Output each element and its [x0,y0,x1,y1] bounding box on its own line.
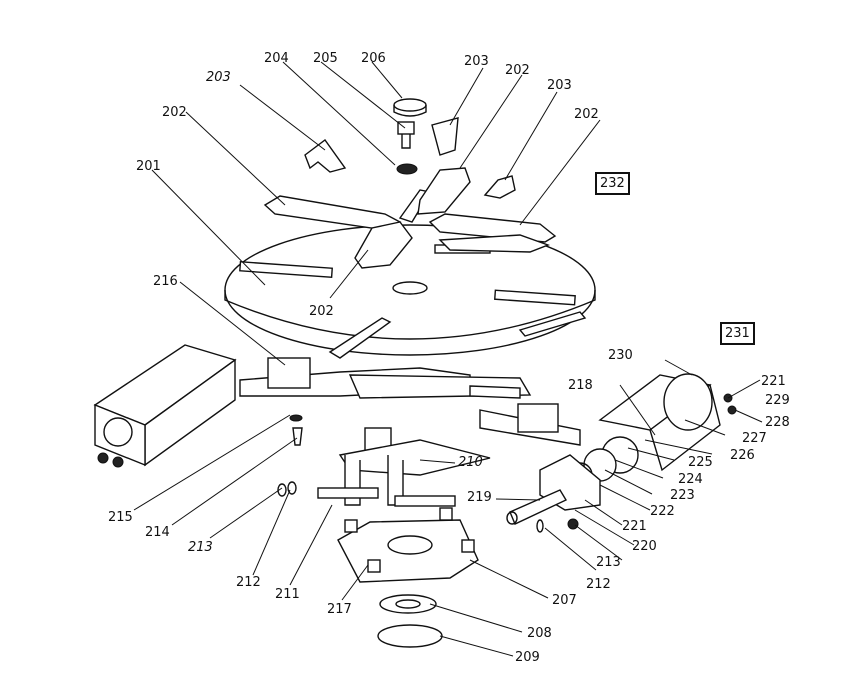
label-202-right: 202 [574,107,599,122]
label-224: 224 [678,472,703,487]
label-218: 218 [568,378,593,393]
label-217: 217 [327,602,352,617]
label-227: 227 [742,431,767,446]
label-223: 223 [670,488,695,503]
small-fasteners-left [277,414,303,497]
label-207: 207 [552,593,577,608]
air-cylinder-left [93,344,237,468]
label-209: 209 [515,650,540,665]
label-203-right: 203 [547,78,572,93]
label-205: 205 [313,51,338,66]
label-229: 229 [765,393,790,408]
label-208: 208 [527,626,552,641]
label-210: 210 [458,455,483,470]
label-219: 219 [467,490,492,505]
label-203-left: 203 [206,70,231,85]
bolt-washer-cap [393,98,427,175]
label-201: 201 [136,159,161,174]
label-225: 225 [688,455,713,470]
label-212-right: 212 [586,577,611,592]
label-211: 211 [275,587,300,602]
label-226: 226 [730,448,755,463]
label-202-left: 202 [162,105,187,120]
label-214: 214 [145,525,170,540]
label-220: 220 [632,539,657,554]
label-202-top: 202 [505,63,530,78]
base-frame [239,357,581,507]
label-202-center: 202 [309,304,334,319]
reference-box-232: 232 [595,172,630,195]
label-222: 222 [650,504,675,519]
leader-lines [133,61,763,657]
mounting-plate [337,507,479,648]
reference-box-231: 231 [720,322,755,345]
label-230: 230 [608,348,633,363]
clamp-parts [304,117,516,199]
label-216: 216 [153,274,178,289]
label-203-top: 203 [464,54,489,69]
label-213-right: 213 [596,555,621,570]
jaw-slides [263,167,557,269]
label-215: 215 [108,510,133,525]
label-221-right: 221 [761,374,786,389]
label-213-left: 213 [188,540,213,555]
label-221-lower: 221 [622,519,647,534]
air-cylinder-right [506,373,737,533]
label-228: 228 [765,415,790,430]
label-206: 206 [361,51,386,66]
label-212-left: 212 [236,575,261,590]
label-204: 204 [264,51,289,66]
